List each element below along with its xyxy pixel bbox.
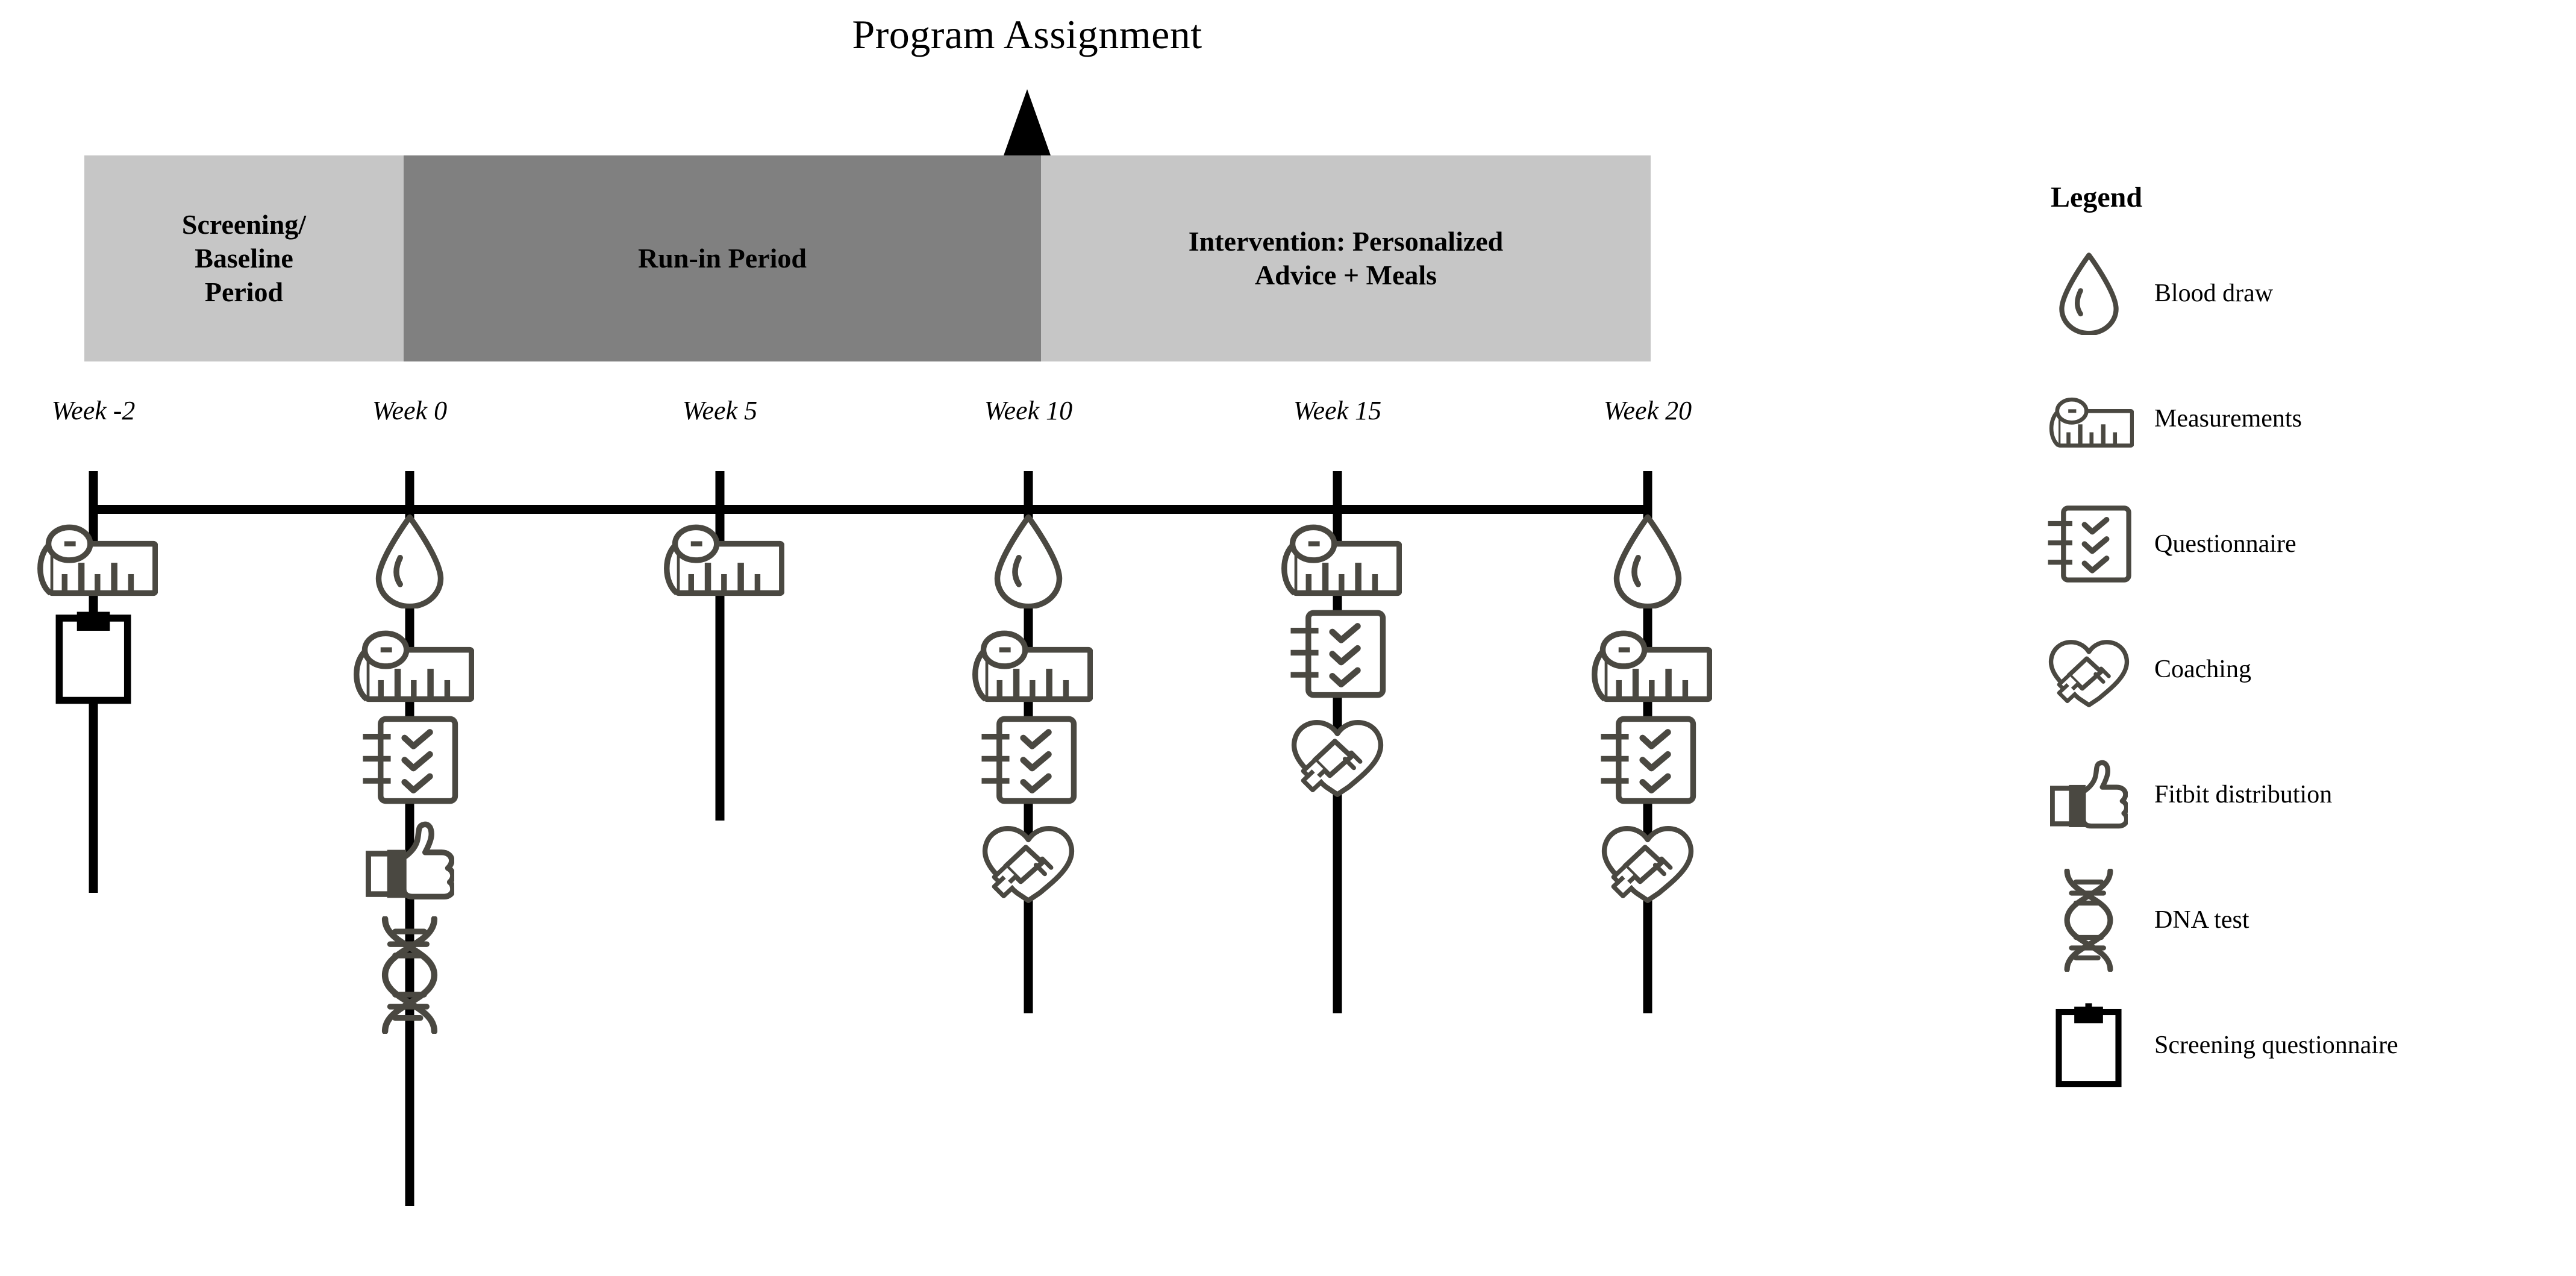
legend-item-screening-questionnaire: Screening questionnaire bbox=[2043, 983, 2562, 1108]
questionnaire-icon bbox=[2043, 504, 2134, 584]
blood-draw-icon bbox=[372, 513, 447, 608]
timepoint-icon-stack bbox=[1273, 513, 1402, 797]
legend-item-blood-draw: Blood draw bbox=[2043, 231, 2562, 356]
coaching-icon bbox=[2043, 632, 2134, 707]
week-label: Week 5 bbox=[682, 396, 758, 425]
timepoint-icon-stack bbox=[655, 513, 784, 597]
questionnaire-icon bbox=[978, 714, 1079, 806]
legend-title: Legend bbox=[2051, 181, 2143, 213]
measurements-icon bbox=[1583, 619, 1712, 703]
timepoint-icon-stack bbox=[29, 513, 158, 704]
week-label: Week 10 bbox=[984, 396, 1073, 425]
legend-rows: Blood draw Measurements Questionnaire bbox=[2043, 231, 2562, 1108]
legend-item-label: Measurements bbox=[2154, 405, 2302, 433]
questionnaire-icon bbox=[359, 714, 460, 806]
measurements-icon bbox=[964, 619, 1093, 703]
legend-item-label: Questionnaire bbox=[2154, 530, 2296, 558]
legend-item-label: Coaching bbox=[2154, 655, 2251, 683]
blood-draw-icon bbox=[1610, 513, 1685, 608]
legend-item-questionnaire: Questionnaire bbox=[2043, 481, 2562, 607]
measurements-icon bbox=[29, 513, 158, 597]
week-label: Week -2 bbox=[51, 396, 136, 425]
phase-run-in-period: Run-in Period bbox=[404, 155, 1041, 361]
legend-item-label: DNA test bbox=[2154, 906, 2249, 934]
measurements-icon bbox=[345, 619, 474, 703]
coaching-icon bbox=[1287, 711, 1388, 797]
phase-label: Run-in Period bbox=[638, 242, 807, 274]
blood-draw-icon bbox=[991, 513, 1066, 608]
dna-icon bbox=[370, 916, 449, 1034]
timepoint-icon-stack bbox=[964, 513, 1093, 903]
legend-item-label: Screening questionnaire bbox=[2154, 1031, 2398, 1059]
legend-item-coaching: Coaching bbox=[2043, 607, 2562, 732]
questionnaire-icon bbox=[1287, 608, 1388, 700]
timepoint-icon-stack bbox=[1583, 513, 1712, 903]
timepoint-icon-stack bbox=[345, 513, 474, 1034]
page-title: Program Assignment bbox=[852, 11, 1202, 57]
coaching-icon bbox=[978, 817, 1079, 903]
legend-item-label: Blood draw bbox=[2154, 280, 2274, 307]
legend-panel: Legend Blood draw Measurements Ques bbox=[2043, 181, 2562, 1108]
questionnaire-icon bbox=[1597, 714, 1698, 806]
screening-questionnaire-icon bbox=[55, 608, 131, 704]
week-label: Week 0 bbox=[372, 396, 448, 425]
blood-draw-icon bbox=[2043, 252, 2134, 335]
screening-questionnaire-icon bbox=[2043, 1003, 2134, 1087]
legend-item-measurements: Measurements bbox=[2043, 356, 2562, 481]
week-label: Week 20 bbox=[1603, 396, 1692, 425]
legend-item-label: Fitbit distribution bbox=[2154, 781, 2333, 808]
measurements-icon bbox=[2043, 383, 2134, 455]
timeline-axis bbox=[89, 505, 1652, 514]
fitbit-icon bbox=[2043, 756, 2134, 834]
measurements-icon bbox=[1273, 513, 1402, 597]
legend-item-dna: DNA test bbox=[2043, 857, 2562, 983]
week-label: Week 15 bbox=[1293, 396, 1382, 425]
fitbit-icon bbox=[365, 817, 454, 905]
coaching-icon bbox=[1597, 817, 1698, 903]
dna-icon bbox=[2043, 868, 2134, 972]
legend-item-fitbit: Fitbit distribution bbox=[2043, 732, 2562, 857]
measurements-icon bbox=[655, 513, 784, 597]
